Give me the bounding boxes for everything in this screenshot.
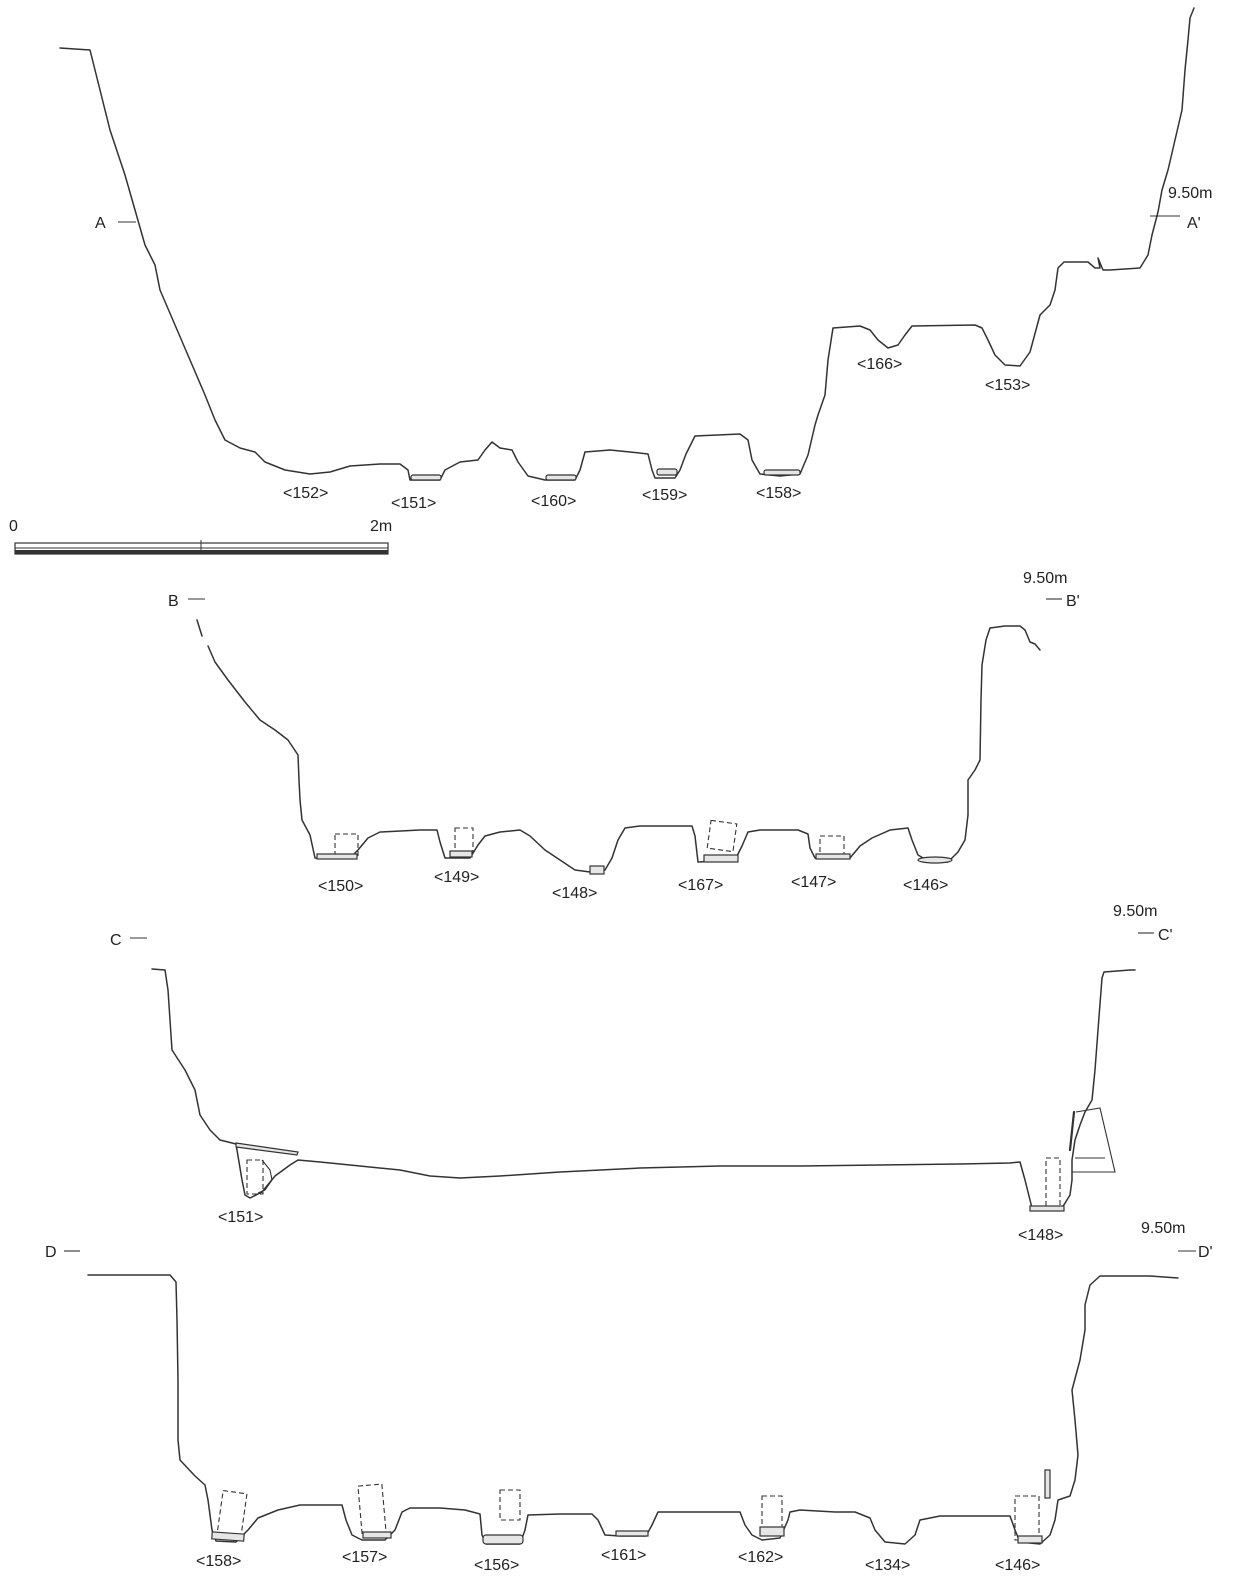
stone-147	[815, 853, 851, 860]
section-b-left-edge	[196, 619, 203, 637]
feature-label: <149>	[434, 869, 479, 886]
section-b-right-label: B'	[1066, 593, 1080, 610]
feature-label: <157>	[342, 1549, 387, 1566]
feature-label: <148>	[552, 885, 597, 902]
stone-148	[1029, 1205, 1065, 1212]
stone-160	[545, 474, 577, 481]
stone-146	[917, 856, 953, 864]
section-a-right-label: A'	[1187, 215, 1201, 232]
stone-outline-156	[499, 1489, 521, 1521]
stone-150	[316, 853, 358, 860]
stone-outline-167	[706, 819, 738, 853]
stone-outline-151	[246, 1159, 264, 1195]
feature-label: <161>	[601, 1547, 646, 1564]
section-b-profile	[207, 625, 1041, 873]
feature-label: <151>	[218, 1209, 263, 1226]
feature-label: <146>	[995, 1557, 1040, 1574]
section-c-elevation: 9.50m	[1113, 903, 1157, 920]
section-a-elevation: 9.50m	[1168, 185, 1212, 202]
stone-148	[589, 865, 605, 875]
stone-157	[362, 1531, 392, 1539]
feature-label: <166>	[857, 356, 902, 373]
feature-label: <158>	[756, 485, 801, 502]
stone-158	[763, 469, 801, 476]
section-a-left-label: A	[95, 215, 106, 232]
feature-label: <151>	[391, 495, 436, 512]
stone-156	[482, 1534, 524, 1545]
stone-149	[449, 850, 473, 858]
feature-label: <147>	[791, 874, 836, 891]
stone-outline-157	[357, 1483, 387, 1535]
section-a-profile	[59, 7, 1195, 481]
scale-bar-start-label: 0	[9, 518, 18, 535]
section-d-profile	[87, 1274, 1179, 1545]
stone-outline-146	[1014, 1495, 1040, 1541]
stone-outline-149	[454, 827, 474, 853]
stone-151-cap	[235, 1142, 299, 1156]
feature-label: <158>	[196, 1553, 241, 1570]
feature-label: <160>	[531, 493, 576, 510]
stone-159	[656, 468, 678, 476]
stone-outline-148	[1045, 1157, 1061, 1209]
section-d: D D' 9.50m <158> <157> <156> <161> <162>…	[45, 1220, 1213, 1574]
feature-label: <150>	[318, 878, 363, 895]
section-c-right-label: C'	[1158, 927, 1173, 944]
scale-bar-end-label: 2m	[370, 518, 392, 535]
section-a: A A' 9.50m <152> <151> <160> <159> <158>…	[59, 7, 1212, 512]
feature-label: <153>	[985, 377, 1030, 394]
feature-label: <148>	[1018, 1227, 1063, 1244]
feature-label: <167>	[678, 877, 723, 894]
section-c-wall-band	[1068, 1110, 1076, 1152]
feature-label: <152>	[283, 485, 328, 502]
section-d-right-label: D'	[1198, 1244, 1213, 1261]
feature-label: <159>	[642, 487, 687, 504]
stone-151	[410, 474, 442, 481]
section-c-left-label: C	[110, 932, 122, 949]
feature-label: <134>	[865, 1557, 910, 1574]
stone-161	[615, 1530, 649, 1537]
feature-label: <146>	[903, 877, 948, 894]
stone-outline-158	[216, 1489, 248, 1539]
feature-label: <156>	[474, 1557, 519, 1574]
stone-158	[211, 1531, 245, 1542]
scale-bar: 0 2m	[9, 518, 392, 555]
stone-146	[1017, 1535, 1043, 1544]
stone-outline-162	[761, 1495, 783, 1531]
stone-wall-d	[1044, 1469, 1051, 1499]
section-d-left-label: D	[45, 1244, 57, 1261]
stone-167	[703, 854, 739, 863]
section-d-elevation: 9.50m	[1141, 1220, 1185, 1237]
stone-162	[759, 1526, 785, 1537]
section-b-elevation: 9.50m	[1023, 570, 1067, 587]
feature-151-fill-line	[257, 1159, 273, 1194]
section-c-wall-layer	[1072, 1107, 1116, 1173]
feature-label: <162>	[738, 1549, 783, 1566]
stone-outline-147	[819, 835, 845, 857]
section-b-left-label: B	[168, 593, 179, 610]
section-b: B B' 9.50m <150> <149> <148> <167> <147>…	[168, 570, 1080, 902]
section-c: C C' 9.50m <151> <148>	[110, 903, 1173, 1244]
section-c-profile	[151, 968, 1136, 1209]
